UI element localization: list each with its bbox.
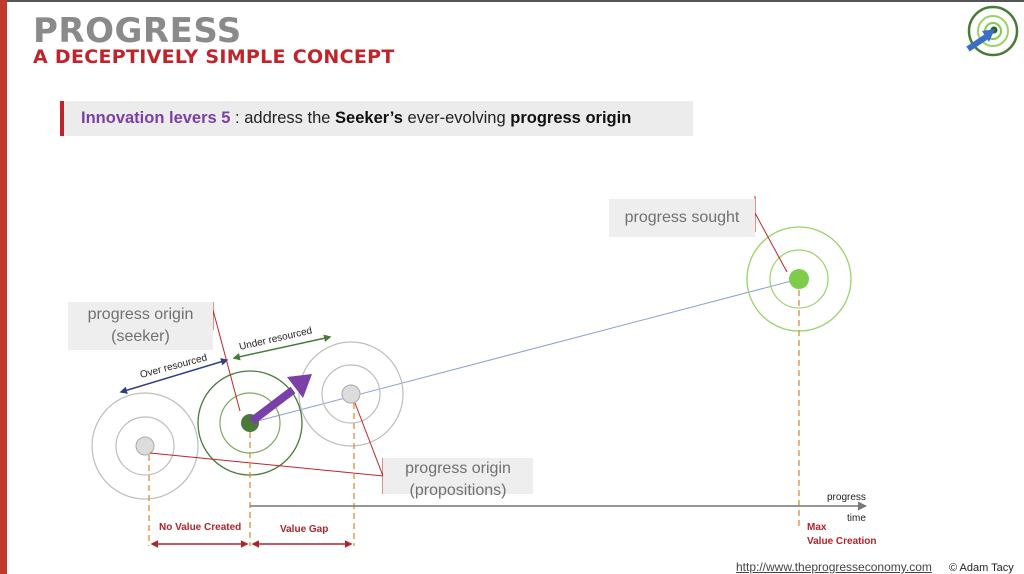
- innovation-lever-banner: Innovation levers 5 : address the Seeker…: [60, 101, 693, 136]
- left-accent-bar: [0, 0, 7, 574]
- footer-url-link[interactable]: http://www.theprogresseconomy.com: [736, 560, 932, 574]
- sought-callout-line: [754, 212, 788, 273]
- progress-sought-label: progress sought: [609, 199, 755, 237]
- max-value-creation-label: Value Creation: [807, 536, 876, 547]
- under-resourced-arrow: [232, 334, 332, 361]
- progress-line: [249, 278, 800, 424]
- banner-text-2: ever-evolving: [402, 109, 511, 127]
- banner-lead: Innovation levers 5: [81, 109, 231, 127]
- axis-time-label: time: [847, 513, 866, 524]
- axis-progress-label: progress: [827, 492, 866, 503]
- progress-sought-text: progress sought: [624, 209, 740, 226]
- origin-props-line1: progress origin: [405, 460, 511, 477]
- proposition-target-right: [298, 341, 404, 447]
- props-callout-line-b: [354, 402, 384, 477]
- progress-sought-target: [746, 226, 852, 332]
- seeker-callout-line: [212, 309, 241, 412]
- progress-origin-seeker-label: progress origin (seeker): [68, 302, 213, 350]
- max-label: Max: [807, 522, 827, 533]
- over-resourced-arrow: [119, 358, 229, 394]
- origin-props-line2: (propositions): [409, 481, 507, 499]
- banner-seeker: Seeker’s: [335, 109, 403, 127]
- page-subtitle: A DECEPTIVELY SIMPLE CONCEPT: [33, 46, 395, 68]
- target-logo-icon: [966, 5, 1019, 57]
- props-callout-line-a: [149, 452, 384, 477]
- origin-seeker-line2: (seeker): [111, 327, 170, 345]
- proposition-target-left: [91, 392, 199, 500]
- banner-text-1: : address the: [230, 109, 336, 127]
- banner-origin: progress origin: [510, 109, 632, 127]
- purple-direction-arrow-icon: [249, 374, 312, 425]
- page-title: PROGRESS: [33, 11, 242, 51]
- value-gap-label: Value Gap: [280, 524, 328, 535]
- progress-origin-propositions-label: progress origin (propositions): [383, 458, 533, 499]
- no-value-created-label: No Value Created: [159, 522, 241, 533]
- origin-seeker-line1: progress origin: [87, 306, 194, 323]
- top-border: [7, 0, 1024, 2]
- footer-copyright: © Adam Tacy: [949, 562, 1014, 574]
